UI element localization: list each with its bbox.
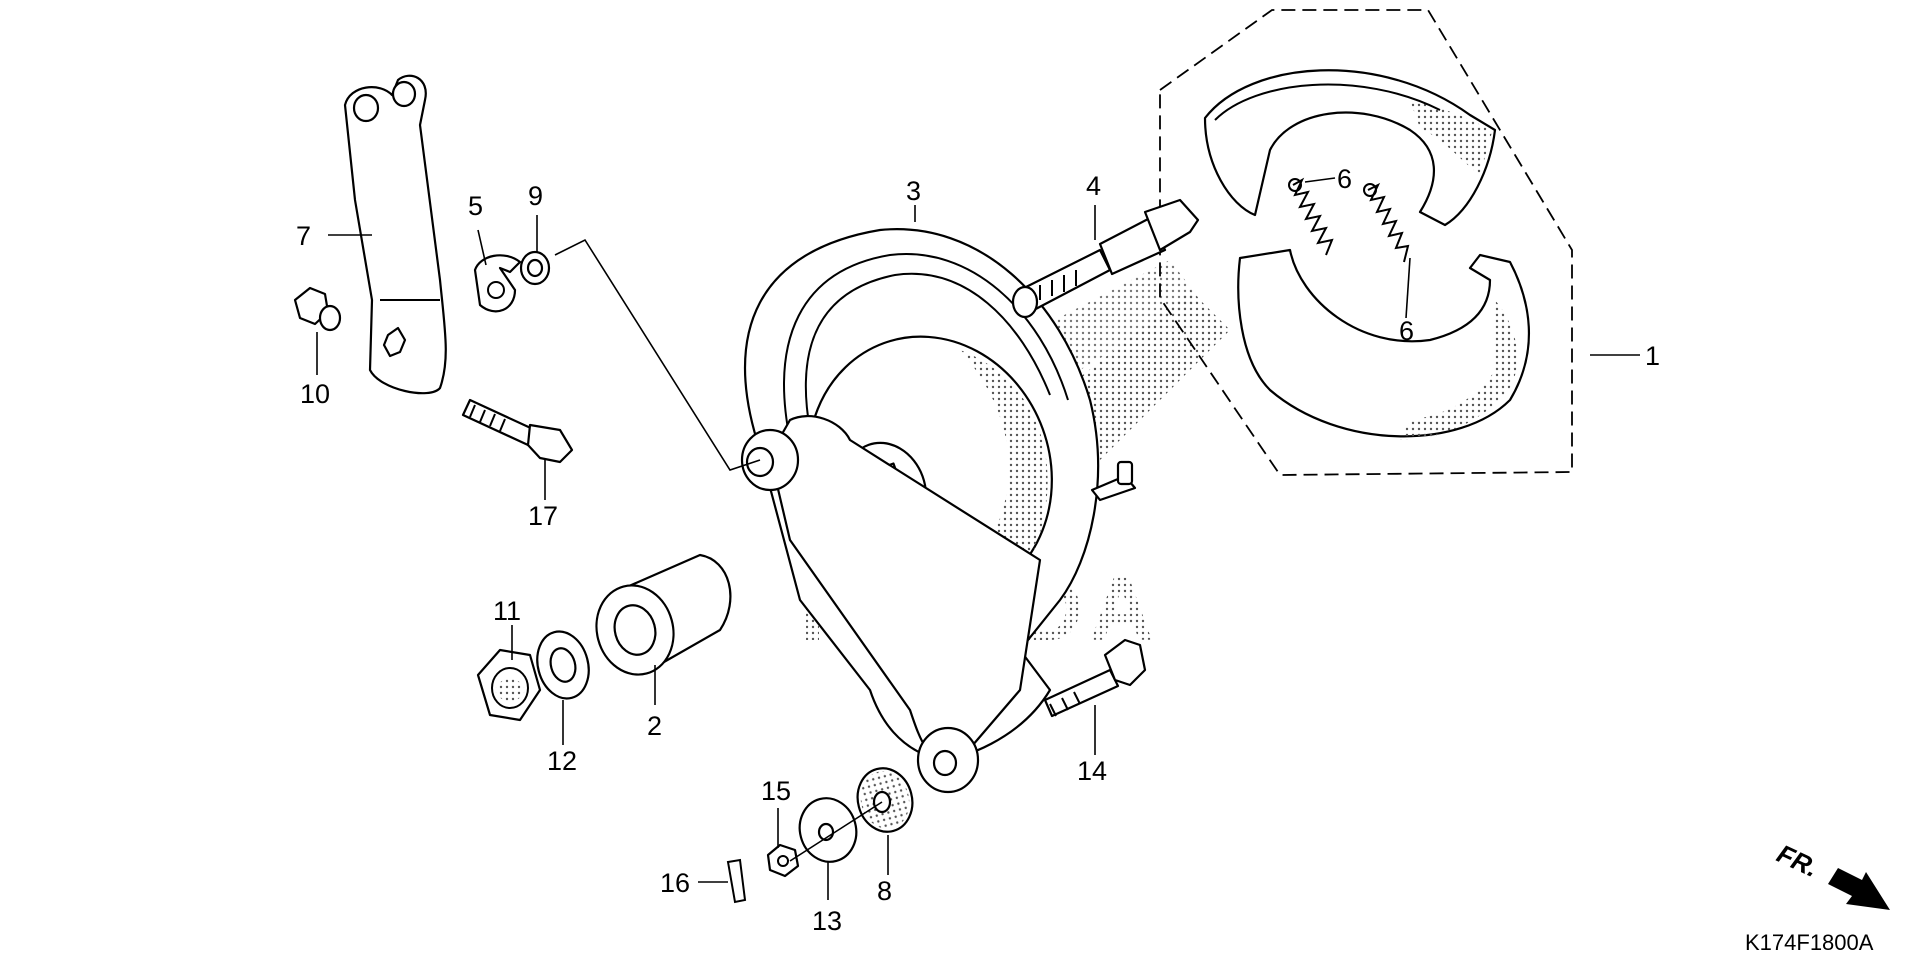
shoe-set-dashed-box — [1159, 9, 1573, 476]
callout-7: 7 — [296, 221, 311, 251]
brake-shoe-set — [1159, 9, 1573, 476]
collar — [595, 553, 732, 676]
callout-10: 10 — [300, 379, 330, 409]
nut-10 — [293, 286, 342, 332]
diagram-code: K174F1800A — [1745, 930, 1874, 955]
callout-14: 14 — [1077, 756, 1107, 786]
callout-6a: 6 — [1337, 164, 1352, 194]
callout-12: 12 — [547, 746, 577, 776]
leader-lines — [316, 177, 1640, 900]
callout-4: 4 — [1086, 171, 1101, 201]
brake-panel — [740, 228, 1137, 794]
cotter-pin-16 — [726, 858, 747, 904]
nut-11 — [476, 648, 542, 722]
callouts: 1 2 3 4 5 6 6 7 8 9 10 11 12 13 14 15 16… — [296, 164, 1660, 936]
callout-11: 11 — [493, 596, 521, 626]
nut-15 — [766, 843, 800, 878]
front-arrow-icon — [1828, 868, 1890, 910]
seal-9 — [519, 250, 551, 286]
bush-8 — [856, 767, 914, 833]
spring-left — [1292, 177, 1334, 256]
bolt-17 — [461, 398, 574, 464]
callout-16: 16 — [660, 868, 690, 898]
indicator-plate — [473, 254, 522, 313]
callout-6b: 6 — [1399, 316, 1414, 346]
washer-12 — [536, 630, 590, 700]
callout-9: 9 — [528, 181, 543, 211]
callout-1: 1 — [1645, 341, 1660, 371]
callout-3: 3 — [906, 176, 921, 206]
callout-15: 15 — [761, 776, 791, 806]
direction-label: FR. — [1772, 838, 1823, 883]
callout-5: 5 — [468, 191, 483, 221]
callout-17: 17 — [528, 501, 558, 531]
spring-right — [1367, 182, 1410, 263]
brake-cam — [1011, 198, 1200, 319]
callout-8: 8 — [877, 876, 892, 906]
washer-13 — [798, 797, 858, 863]
callout-2: 2 — [647, 711, 662, 741]
bolt-14 — [1043, 638, 1147, 718]
brake-arm — [343, 74, 447, 395]
callout-13: 13 — [812, 906, 842, 936]
front-direction-indicator: FR. — [1772, 838, 1890, 910]
